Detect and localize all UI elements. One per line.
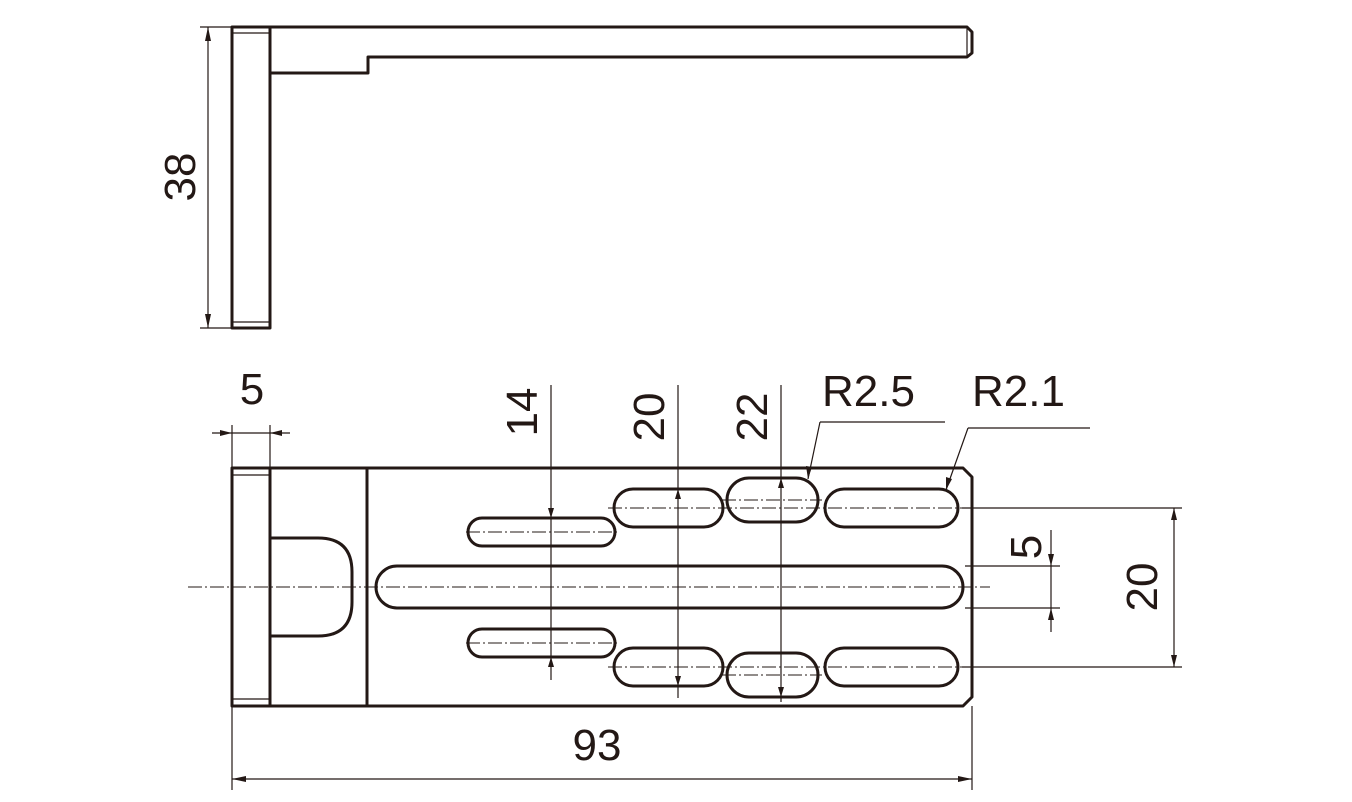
side-view-flange bbox=[230, 25, 272, 330]
side-view: 38 bbox=[156, 25, 974, 330]
slot-14-label: 14 bbox=[498, 388, 547, 437]
height-dimension-label: 38 bbox=[156, 153, 205, 202]
slot-22-label: 22 bbox=[728, 393, 777, 442]
length-dimension-label: 93 bbox=[573, 721, 622, 770]
radius-large-label: R2.5 bbox=[822, 367, 915, 416]
side-view-plate bbox=[270, 25, 974, 75]
slot-width-label: 5 bbox=[1002, 535, 1051, 559]
radius-small-label: R2.1 bbox=[972, 367, 1065, 416]
slot-20-label: 20 bbox=[625, 393, 674, 442]
flange-dimension-label: 5 bbox=[240, 365, 264, 414]
top-view-plate bbox=[268, 466, 974, 708]
row-spacing-label: 20 bbox=[1118, 563, 1167, 612]
top-view: 14 20 22 R2.5 R2.1 5 5 20 bbox=[188, 365, 1182, 790]
